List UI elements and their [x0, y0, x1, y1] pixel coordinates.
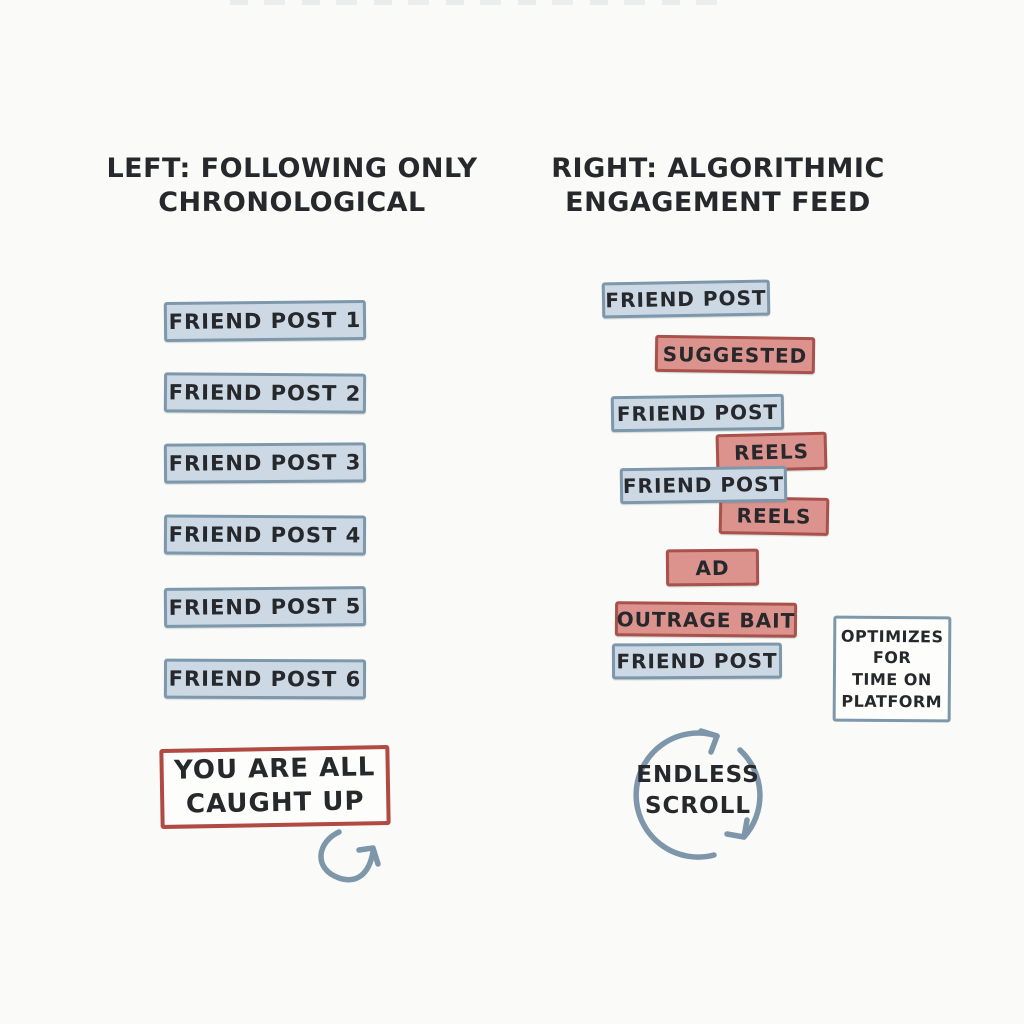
left-title-line2: CHRONOLOGICAL — [158, 186, 426, 218]
right-title-line2: ENGAGEMENT FEED — [565, 186, 871, 218]
caught-up-hook-arrow-icon — [318, 829, 381, 883]
algo-feed-item-suggested: SUGGESTED — [654, 334, 816, 375]
algo-feed-item-friend-post-4: FRIEND POST — [611, 642, 783, 680]
right-title-line1: RIGHT: ALGORITHMIC — [551, 153, 885, 184]
note-line4: PLATFORM — [841, 691, 943, 711]
friend-post-6: FRIEND POST 6 — [163, 658, 367, 700]
endless-scroll-line1: ENDLESS — [636, 762, 760, 788]
caught-up-card: YOU ARE ALL CAUGHT UP — [159, 744, 391, 830]
right-column-title: RIGHT: ALGORITHMIC ENGAGEMENT FEED — [538, 152, 898, 220]
friend-post-5: FRIEND POST 5 — [163, 586, 367, 628]
friend-post-2: FRIEND POST 2 — [163, 372, 367, 414]
endless-scroll-loop-arrow-icon — [633, 728, 763, 860]
caught-up-line1: YOU ARE ALL — [173, 752, 376, 786]
endless-scroll-line2: SCROLL — [644, 793, 752, 820]
algo-feed-item-friend-post-2: FRIEND POST — [610, 393, 785, 433]
caught-up-line2: CAUGHT UP — [185, 786, 365, 820]
friend-post-1: FRIEND POST 1 — [163, 299, 367, 343]
left-column-title: LEFT: FOLLOWING ONLY CHRONOLOGICAL — [100, 152, 484, 220]
left-title-line1: LEFT: FOLLOWING ONLY — [106, 153, 478, 184]
endless-scroll-label: ENDLESS SCROLL — [618, 760, 778, 822]
friend-post-4: FRIEND POST 4 — [163, 514, 367, 556]
top-edge-artifact — [230, 0, 730, 5]
algo-feed-item-ad: AD — [665, 548, 760, 587]
note-line2: FOR — [872, 648, 912, 668]
optimizes-note-card: OPTIMIZES FOR TIME ON PLATFORM — [832, 615, 952, 723]
note-line3: TIME ON — [851, 669, 932, 690]
algo-feed-item-outrage-bait: OUTRAGE BAIT — [614, 601, 798, 638]
note-line1: OPTIMIZES — [840, 626, 944, 647]
friend-post-3: FRIEND POST 3 — [163, 442, 367, 484]
algo-feed-item-friend-post-3: FRIEND POST — [619, 465, 788, 505]
algo-feed-item-friend-post-1: FRIEND POST — [601, 279, 771, 319]
